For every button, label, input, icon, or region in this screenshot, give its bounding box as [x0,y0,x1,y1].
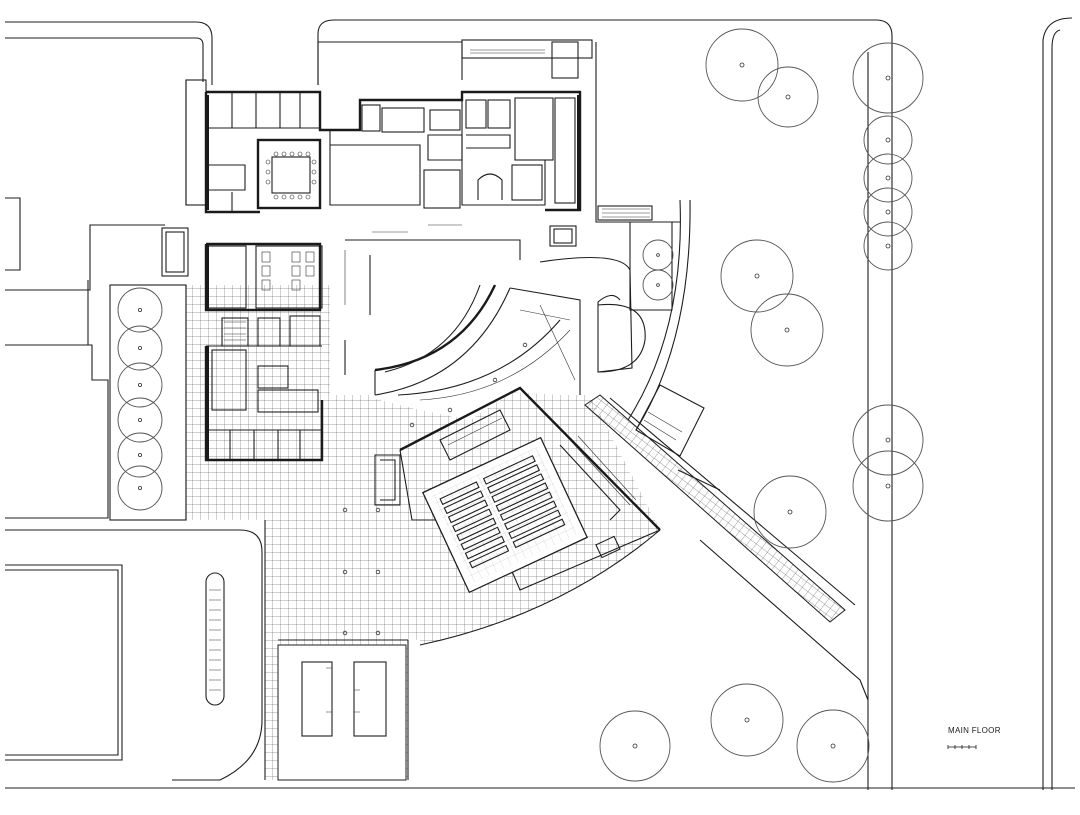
north-wing [185,39,597,214]
auditorium [374,386,661,594]
plaza-lights [342,342,528,636]
left-tree-row [109,284,187,521]
site-outline [5,17,1075,790]
park-trees [599,28,924,783]
diagonal-ramp [584,394,856,623]
central-lobby [344,224,646,401]
scale-bar [947,745,977,749]
west-wing [161,227,324,462]
drawing-title: MAIN FLOOR [948,726,1001,735]
east-pavilion [595,199,705,457]
